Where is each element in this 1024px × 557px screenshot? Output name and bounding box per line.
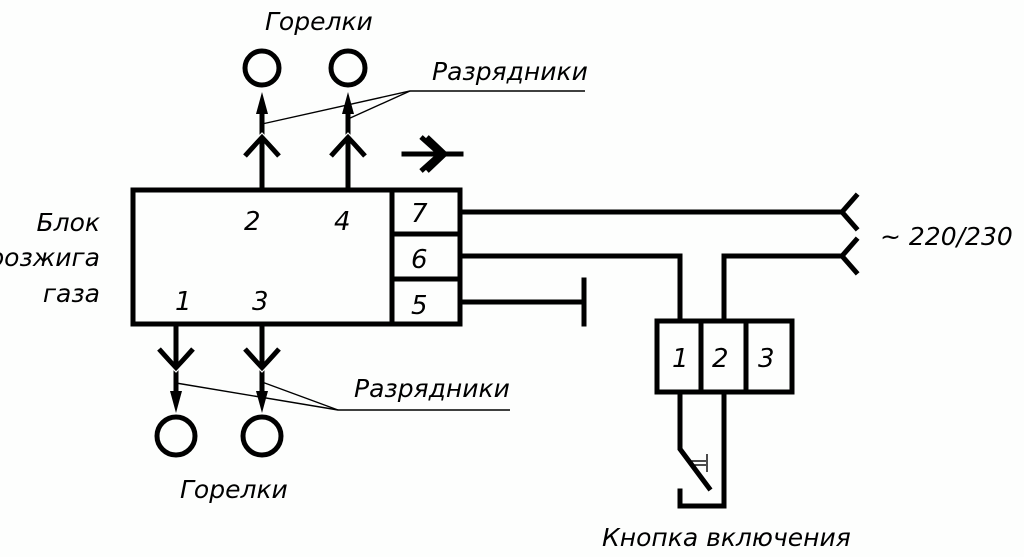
block-title-line-3: газа <box>43 279 100 308</box>
port-2-label: 2 <box>244 207 261 237</box>
arrester-chevron <box>329 133 367 158</box>
burner-circle <box>154 414 198 458</box>
block-title-line-1: Блок <box>36 208 100 237</box>
burner-circle <box>242 48 282 88</box>
arrowhead <box>256 92 268 114</box>
button-label: Кнопка включения <box>602 523 851 552</box>
arrester-chevron <box>243 133 281 158</box>
arresters-top-label: Разрядники <box>432 57 588 86</box>
top-output-2 <box>242 48 282 193</box>
block-title-line-2: розжига <box>0 243 100 272</box>
supply-connector-2 <box>838 236 860 276</box>
wire-terminal-6 <box>457 253 683 324</box>
bottom-output-3 <box>240 321 284 458</box>
port-4-label: 4 <box>334 207 351 237</box>
burners-bottom-label: Горелки <box>180 475 288 504</box>
burner-circle <box>240 414 284 458</box>
button-terminal-1-label: 1 <box>672 344 689 374</box>
burners-top-label: Горелки <box>265 7 373 36</box>
push-button-switch <box>677 389 727 509</box>
arrester-leader-top <box>261 90 585 125</box>
spark-gap-symbol <box>401 135 464 173</box>
supply-voltage-label: ~ 220/230 <box>880 222 1013 251</box>
port-1-label: 1 <box>175 287 192 317</box>
arrowhead <box>342 92 354 114</box>
wire-button-2-supply <box>721 253 845 324</box>
terminal-7-label: 7 <box>411 199 428 229</box>
arresters-bottom-label: Разрядники <box>354 374 510 403</box>
top-output-4 <box>328 48 368 193</box>
arrester-chevron <box>157 347 195 372</box>
terminal-6-label: 6 <box>411 245 428 275</box>
arrester-chevron <box>243 347 281 372</box>
arrowhead <box>170 391 182 413</box>
port-3-label: 3 <box>252 287 269 317</box>
bottom-output-1 <box>154 321 198 458</box>
supply-connector-1 <box>838 192 860 232</box>
burner-circle <box>328 48 368 88</box>
button-terminal-3-label: 3 <box>758 344 775 374</box>
terminal-5-label: 5 <box>411 291 428 321</box>
arrowhead <box>256 391 268 413</box>
button-terminal-2-label: 2 <box>712 344 729 374</box>
